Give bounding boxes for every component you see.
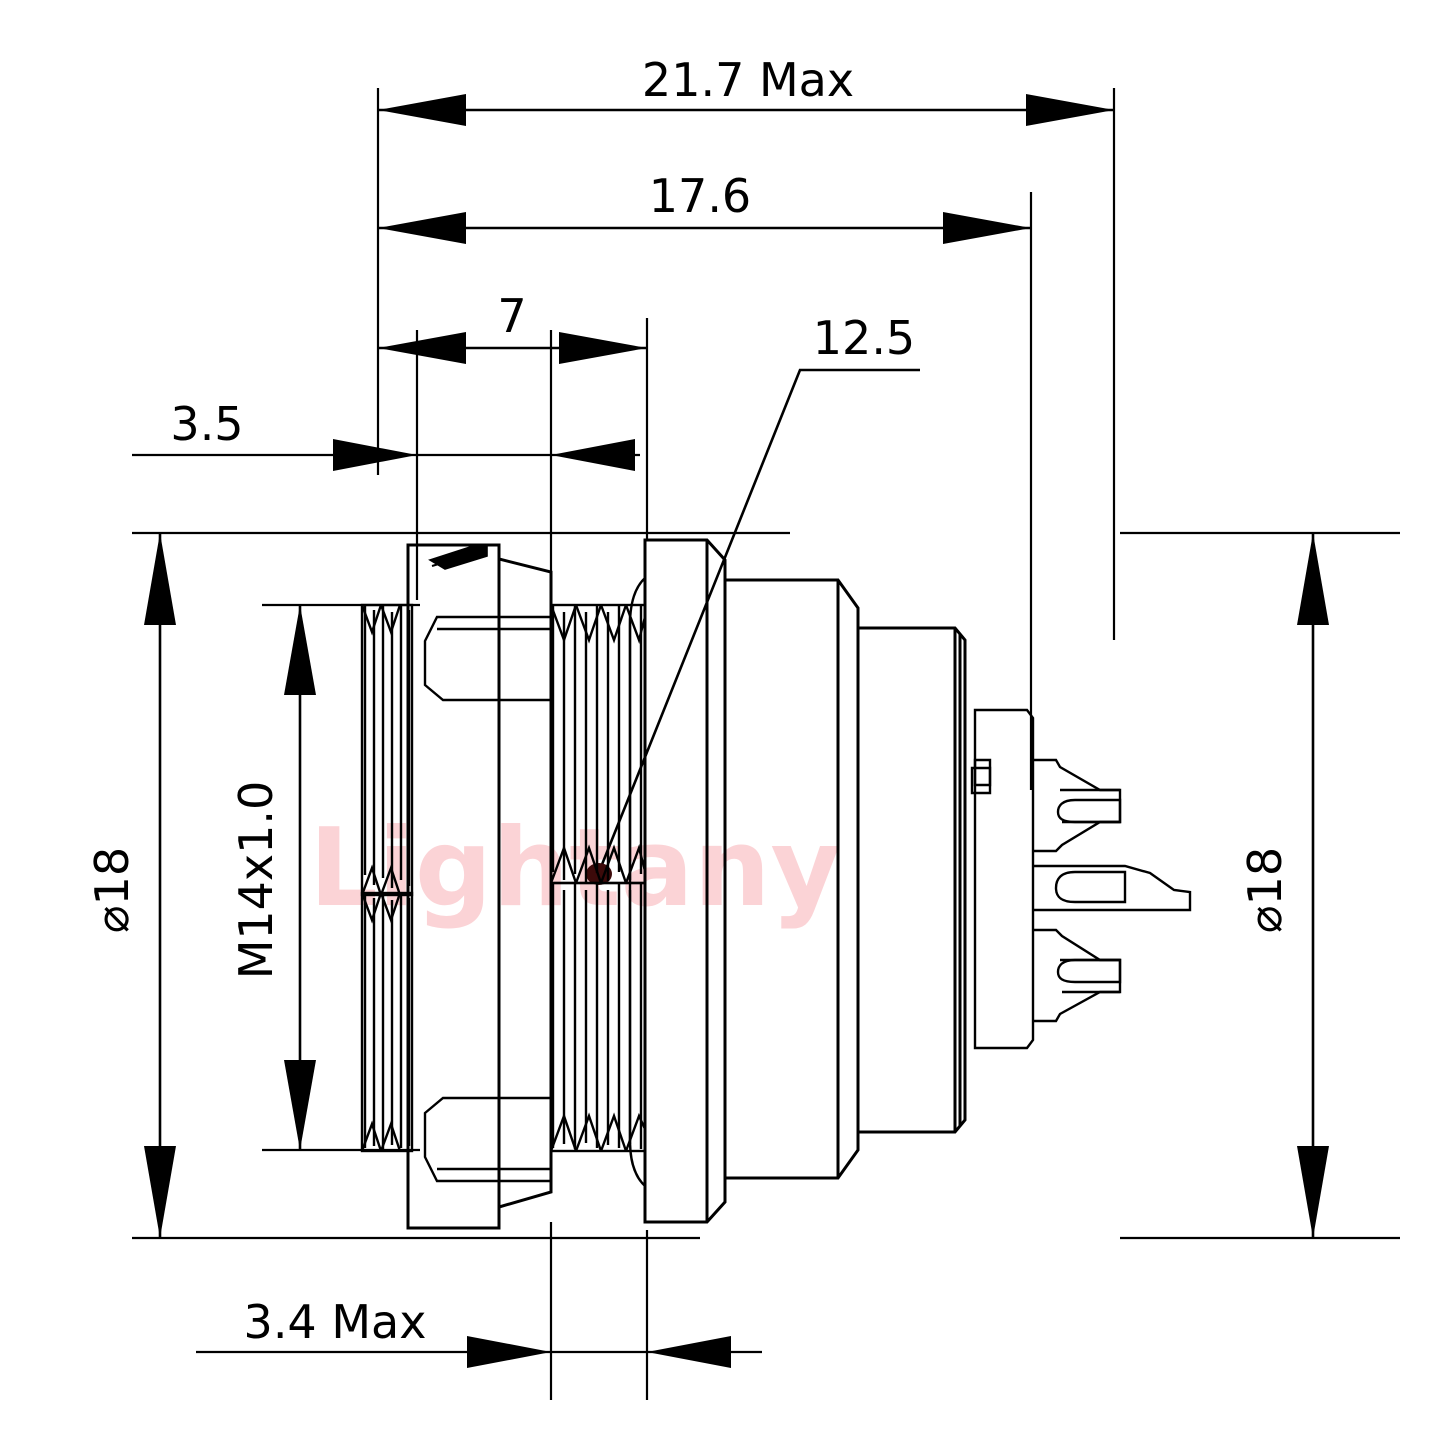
label-outer-diameter-right: ⌀18 [1238, 847, 1292, 933]
insulator-block [970, 708, 1035, 1050]
label-panel-thickness: 3.4 Max [244, 1295, 427, 1349]
main-flange [628, 538, 727, 1224]
dim-body-length [378, 212, 1031, 244]
solder-contacts [1033, 758, 1192, 1023]
dim-thread-spec [284, 605, 316, 1150]
dim-outer-diameter-left [144, 533, 176, 1238]
label-insert-depth: 12.5 [813, 311, 915, 365]
rear-housing-step-2 [858, 626, 967, 1134]
dim-panel-thickness [467, 1336, 731, 1368]
label-outer-diameter-left: ⌀18 [85, 847, 139, 933]
dim-overall-length [378, 94, 1114, 126]
label-body-length: 17.6 [649, 169, 751, 223]
label-front-flange: 3.5 [170, 397, 243, 451]
rear-thread-left [360, 603, 414, 1153]
retaining-lip [423, 615, 551, 1183]
label-thread-length: 7 [497, 289, 526, 343]
dim-front-flange [333, 439, 635, 471]
label-overall-length: 21.7 Max [642, 53, 854, 107]
dim-outer-diameter-right [1297, 533, 1329, 1238]
label-thread-spec: M14x1.0 [229, 781, 283, 980]
rear-housing-step-1 [725, 578, 860, 1180]
dim-thread-length [378, 332, 647, 364]
